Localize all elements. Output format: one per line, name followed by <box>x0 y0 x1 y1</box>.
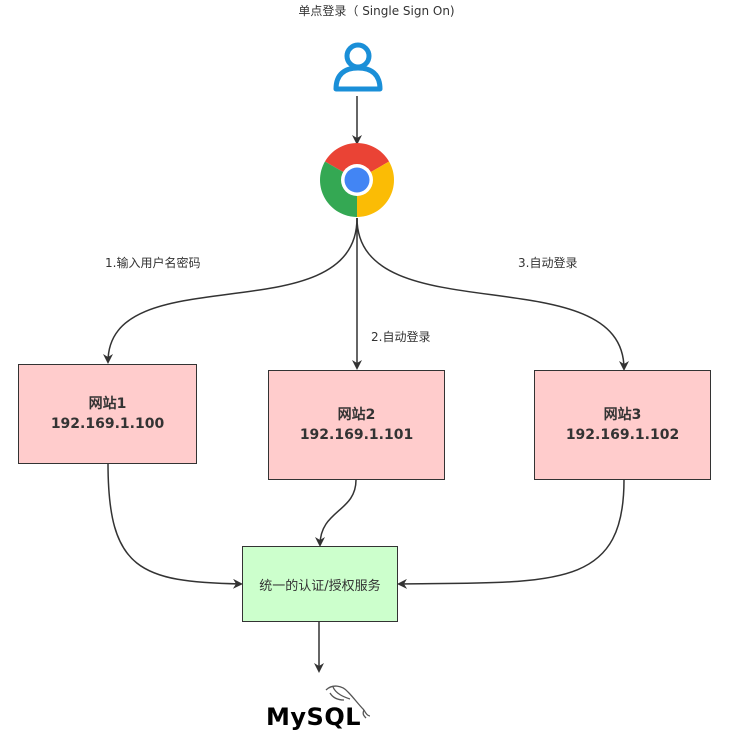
edge-label-3: 3.自动登录 <box>518 256 578 270</box>
auth-service-box: 统一的认证/授权服务 <box>242 546 398 622</box>
site-2-box: 网站2 192.169.1.101 <box>268 370 445 480</box>
edge-label-2: 2.自动登录 <box>371 330 431 344</box>
diagram-title: 单点登录（ Single Sign On) <box>298 4 455 18</box>
edge-site1-auth <box>107 462 243 589</box>
edge-browser-site3 <box>356 217 629 371</box>
edge-label-1: 1.输入用户名密码 <box>105 256 201 270</box>
site-1-ip: 192.169.1.100 <box>50 416 165 432</box>
edge-browser-site1 <box>103 217 358 364</box>
site-3-name: 网站3 <box>603 407 642 423</box>
auth-service-label: 统一的认证/授权服务 <box>259 578 381 594</box>
site-2-name: 网站2 <box>337 407 376 423</box>
edge-site3-auth <box>397 479 625 589</box>
mysql-logo-text: MySQL <box>266 703 362 731</box>
chrome-icon <box>320 143 394 217</box>
user-icon <box>333 42 383 92</box>
site-3-ip: 192.169.1.102 <box>565 427 680 443</box>
edge-site2-auth <box>315 479 357 547</box>
site-1-box: 网站1 192.169.1.100 <box>18 364 197 464</box>
site-3-box: 网站3 192.169.1.102 <box>534 370 711 480</box>
site-2-ip: 192.169.1.101 <box>299 427 414 443</box>
site-1-name: 网站1 <box>88 396 127 412</box>
mysql-dolphin-icon <box>325 685 371 719</box>
